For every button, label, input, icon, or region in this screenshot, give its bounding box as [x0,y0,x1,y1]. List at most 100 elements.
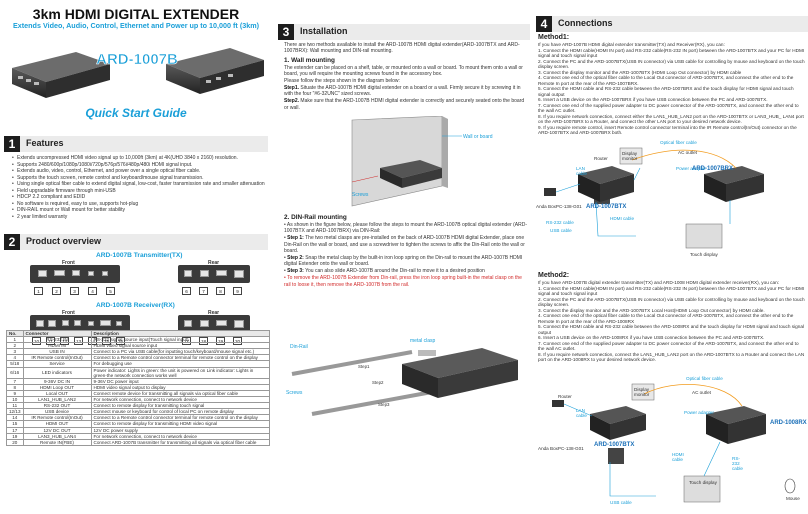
feature-item: Extends audio, video, control, Ethernet,… [12,168,268,175]
rx-front-panel [30,315,130,333]
port-number-badge: 2 [52,287,61,295]
d1-ac-label: AC outlet [678,150,697,155]
section-title: Connections [558,18,613,28]
method2-diagram: Optical fiber cable Display monitor AC o… [536,376,808,514]
table-cell: 12/13 [6,408,24,416]
table-cell: HDMI OUT [22,420,92,428]
din-rail-diagram: Din-Rail metal clasp Screws Step1 Step2 … [286,338,518,416]
din-screws-label: Screws [286,390,303,396]
feature-item: Extends uncompressed HDMI video signal u… [12,155,268,162]
section-number: 1 [4,136,20,152]
port-number-badge: 1 [34,287,43,295]
section-connections-header: 4 Connections [536,16,808,32]
method2-text: Method2: If you have ARD-1007B digital e… [538,272,806,363]
table-cell: Service [22,360,92,368]
d2-rs232-label: RS-232 cable [732,456,743,471]
section-installation-header: 3 Installation [278,24,530,40]
table-cell: HDMI IN [22,342,92,350]
connection-step: 4. Connect one end of the optical fiber … [538,313,794,324]
d2-display-label: Display monitor [634,387,650,397]
table-cell: For network connection, connect to netwo… [90,432,270,440]
connection-step: 1. Connect the HDMI cable(HDMI IN port) … [538,285,805,297]
d1-display-label: Display monitor [622,151,638,161]
section-number: 3 [278,24,294,40]
connection-step: 2. Connect the PC and the ARD-1007BTX(US… [538,58,805,70]
feature-item: 2 year limited warranty [12,214,268,221]
table-cell: Local OUT [22,389,92,398]
table-cell: LED indicators [22,366,92,379]
column-middle: 3 Installation There are two methods ava… [278,0,530,514]
connection-step: 3. Connect the display monitor and the A… [538,69,742,75]
method1-intro: If you have ARD-1007B HDMI digital exten… [538,42,725,47]
d1-tx-label: ARD-1007BTX [586,204,627,210]
installation-intro: There are two methods available to insta… [284,42,520,55]
metal-clasp-label: metal clasp [410,338,436,344]
connection-step: 7. Connect one end of the supplied power… [538,102,799,114]
d1-rs232-label: RS-232 cable [546,220,574,225]
wall-step2: Step2. Make sure that the ARD-1007B HDMI… [284,98,525,111]
method1-text: Method1: If you have ARD-1007B HDMI digi… [538,34,806,136]
table-cell: RS-232 OUT [22,402,92,410]
d2-lan-label: LAN cable [576,408,587,418]
d2-ac-label: AC outlet [692,390,711,395]
feature-item: Using single optical fiber cable to exte… [12,181,268,188]
feature-item: No software is required, easy to use, su… [12,201,268,208]
table-cell: Connect ARD-1007B transmitter for transm… [90,438,270,446]
port-number-badge: 7 [199,287,208,295]
d2-router-label: Router [558,394,572,399]
table-cell: Connect remote device for transmitting a… [90,389,270,398]
table-cell: Connect mouse or keyboard for control of… [90,408,270,416]
method1-diagram: Optical fiber cable Display monitor AC o… [536,140,808,260]
din-step1: • Step 1: The two metal clasps are pre-i… [284,235,525,255]
connection-step: 5. Connect the HDMI cable and RS-232 cab… [538,324,805,335]
features-list: Extends uncompressed HDMI video signal u… [12,155,268,220]
method2-wiring [552,383,796,503]
d1-hdmi-label: HDMI cable [610,216,634,221]
connection-step: 7. Connect one end of the supplied power… [538,340,799,352]
page-subtitle: Extends Video, Audio, Control, Ethernet … [12,21,259,30]
din-step-label-1: Step1 [358,364,370,369]
connection-step: 8. If you require network connection, co… [538,351,805,363]
screws-label: Screws [352,192,369,198]
connection-step: 9. If you require remote control, insert… [538,124,797,136]
table-cell: USB IN [22,348,92,356]
feature-item: DIN-RAIL mount or Wall mount for better … [12,207,268,214]
column-right: 4 Connections Method1: If you have ARD-1… [536,0,808,514]
port-number-badge: 5 [106,287,115,295]
d2-mouse-label: Mouse [786,496,800,501]
section-features-header: 1 Features [4,136,268,152]
tx-title: ARD-1007B Transmitter(TX) [96,252,183,259]
din-step2: • Step 2: Snap the metal clasp by the bu… [284,255,523,268]
din-step-label-3: Step3 [378,402,390,407]
connection-step: 6. Insert a USB device on the ARD-1007BR… [538,97,768,102]
tx-front-panel [30,265,120,283]
din-mount-heading: 2. DIN-Rail mounting [284,214,347,221]
table-cell: IR Remote control(InOut) [22,414,92,422]
d1-pc-label: Anda BoxPC-138-G01 [536,204,582,209]
connection-step: 2. Connect the PC and the ARD-1007BTX(US… [538,296,805,308]
port-number-badge: 9 [233,287,242,295]
connection-step: 8. If you require network connection, co… [538,113,804,125]
table-cell: 20 [6,438,24,446]
table-cell: For network connection, connect to netwo… [90,396,270,404]
connection-step: 5. Connect the HDMI cable and RS-232 cab… [538,86,794,97]
d2-pc-label: Anda BoxPC-138-G01 [538,446,584,451]
column-left: 3km HDMI DIGITAL EXTENDER Extends Video,… [0,0,272,514]
table-cell: IR Remote control(InOut) [22,354,92,362]
d2-hdmi-label: HDMI cable [672,452,684,462]
table-cell: HDMI Loop OUT [22,383,92,391]
d1-fiber-label: Optical fiber cable [660,140,697,145]
d1-router-label: Router [594,156,608,161]
section-overview-header: 2 Product overview [4,234,268,250]
rx-rear-panel [178,315,250,333]
